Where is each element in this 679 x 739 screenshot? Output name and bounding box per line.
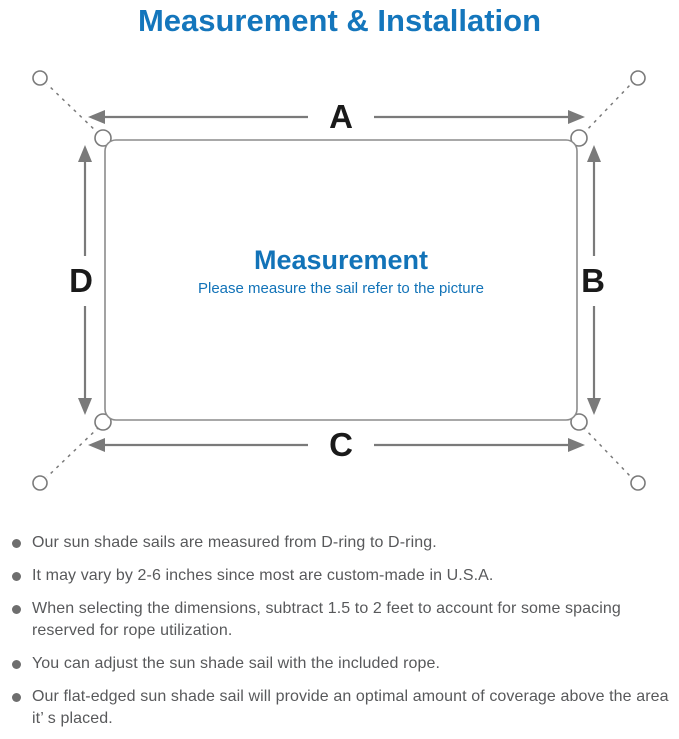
sail-rectangle [104,139,578,421]
dimension-arrow-d: D [69,145,93,415]
arrow-b-head-top [587,145,601,162]
d-ring-bottom-left [94,413,112,431]
note-item: When selecting the dimensions, subtract … [10,598,675,642]
arrow-d-head-bottom [78,398,92,415]
dashed-line-top-left [46,83,100,135]
anchor-points [32,70,646,491]
bullet-icon [12,660,21,669]
dashed-line-top-right [582,83,632,135]
d-ring-top-left [94,129,112,147]
arrow-a-head-left [88,110,105,124]
dimension-arrow-b: B [581,145,605,415]
note-text: When selecting the dimensions, subtract … [32,600,621,639]
note-item: It may vary by 2-6 inches since most are… [10,565,675,587]
notes-list: Our sun shade sails are measured from D-… [0,532,679,739]
diagram-caption-subtitle: Please measure the sail refer to the pic… [198,280,484,297]
note-item: Our sun shade sails are measured from D-… [10,532,675,554]
dim-label-d: D [69,262,93,299]
bullet-icon [12,693,21,702]
arrow-c-head-left [88,438,105,452]
dimension-arrow-a: A [88,98,585,135]
note-text: You can adjust the sun shade sail with t… [32,655,441,672]
dim-label-a: A [329,98,353,135]
d-ring-top-right [570,129,588,147]
bullet-icon [12,539,21,548]
note-text: It may vary by 2-6 inches since most are… [32,567,494,584]
dim-label-c: C [329,426,353,463]
dashed-line-bottom-right [582,426,632,478]
note-text: Our flat-edged sun shade sail will provi… [32,688,669,727]
dimension-arrow-c: C [88,426,585,463]
anchor-circle-bottom-left [32,475,48,491]
arrow-b-head-bottom [587,398,601,415]
arrow-c-head-right [568,438,585,452]
bullet-icon [12,572,21,581]
bullet-icon [12,605,21,614]
diagram-caption: Measurement Please measure the sail refe… [198,245,484,297]
note-item: You can adjust the sun shade sail with t… [10,653,675,675]
dashed-line-bottom-left [46,426,100,478]
corner-d-rings [94,129,588,431]
arrow-d-head-top [78,145,92,162]
anchor-dashed-lines [46,83,632,478]
d-ring-bottom-right [570,413,588,431]
diagram-caption-title: Measurement [254,245,428,275]
anchor-circle-bottom-right [630,475,646,491]
note-item: Our flat-edged sun shade sail will provi… [10,686,675,730]
arrow-a-head-right [568,110,585,124]
anchor-circle-top-right [630,70,646,86]
measurement-diagram: A C D B Measurement Pl [32,70,646,491]
page-title: Measurement & Installation [137,3,542,38]
anchor-circle-top-left [32,70,48,86]
note-text: Our sun shade sails are measured from D-… [32,534,437,551]
dim-label-b: B [581,262,605,299]
